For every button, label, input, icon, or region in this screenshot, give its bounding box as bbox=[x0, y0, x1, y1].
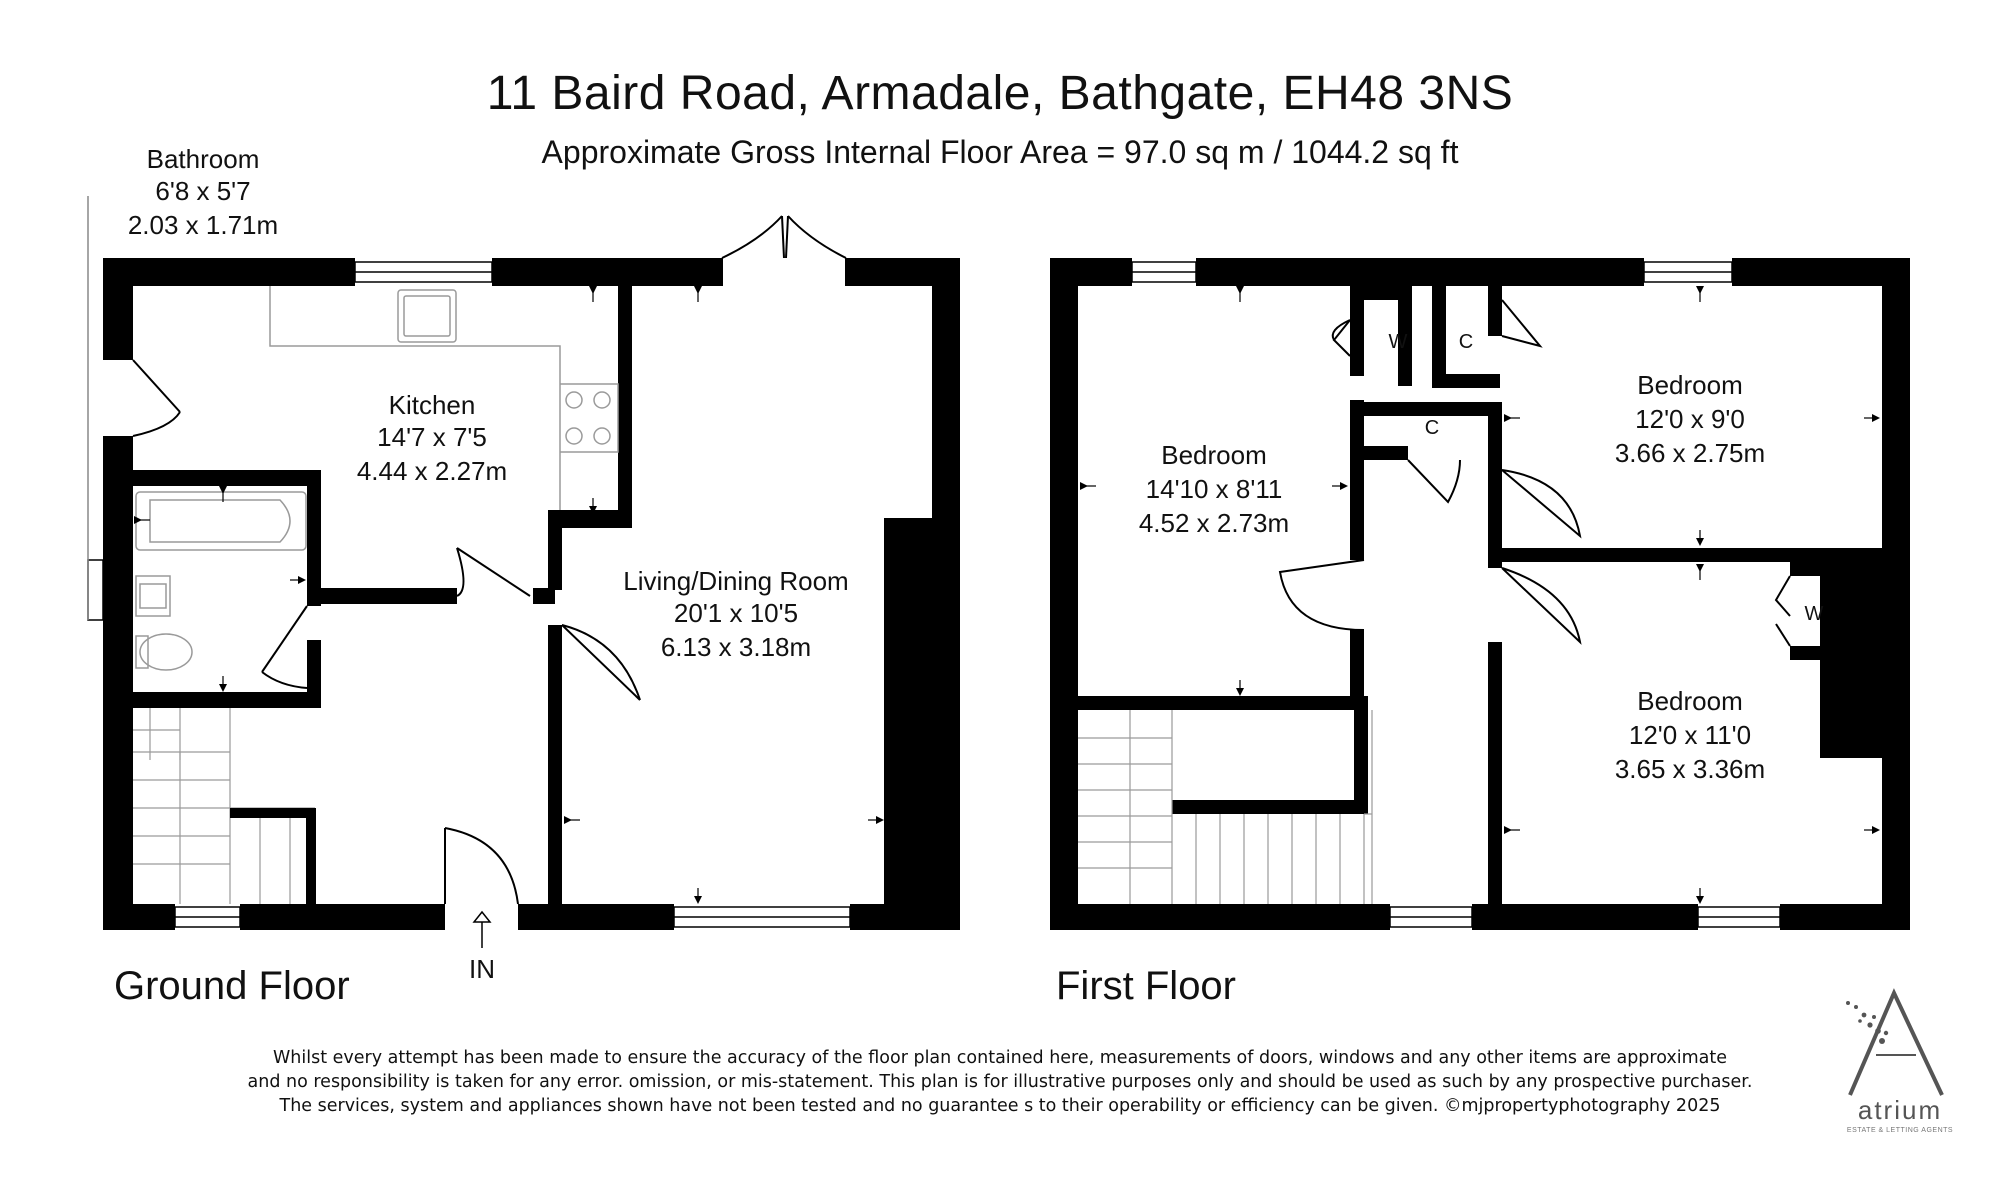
disclaimer-line-1: Whilst every attempt has been made to en… bbox=[272, 1048, 1728, 1068]
bathroom-name: Bathroom bbox=[147, 144, 260, 174]
bathroom-metric: 2.03 x 1.71m bbox=[128, 210, 278, 240]
bedroom-2-metric: 3.66 x 2.75m bbox=[1615, 438, 1765, 468]
ground-floor-label: Ground Floor bbox=[114, 964, 350, 1008]
first-floor-walls bbox=[1050, 258, 1910, 930]
ground-floor-doors bbox=[132, 359, 641, 905]
first-floor-label: First Floor bbox=[1056, 964, 1236, 1008]
entrance-label: IN bbox=[469, 954, 495, 984]
wardrobe-label-1: W bbox=[1389, 331, 1408, 353]
bedroom-2-imperial: 12'0 x 9'0 bbox=[1635, 404, 1745, 434]
ground-floor-dimension-arrows bbox=[134, 286, 884, 904]
first-floor-dimension-arrows bbox=[1080, 286, 1880, 904]
disclaimer-line-3: The services, system and appliances show… bbox=[279, 1096, 1721, 1116]
cupboard-label-1: C bbox=[1459, 331, 1473, 353]
bedroom-3-metric: 3.65 x 3.36m bbox=[1615, 754, 1765, 784]
first-floor-doors bbox=[1278, 299, 1791, 647]
logo-tagline: ESTATE & LETTING AGENTS bbox=[1847, 1127, 1953, 1134]
first-floor-plan bbox=[1050, 258, 1910, 930]
floor-area-subtitle: Approximate Gross Internal Floor Area = … bbox=[541, 134, 1459, 170]
logo-mark: A bbox=[1830, 985, 1831, 986]
ground-floor-windows bbox=[87, 261, 851, 928]
kitchen-imperial: 14'7 x 7'5 bbox=[377, 422, 487, 452]
page-title: 11 Baird Road, Armadale, Bathgate, EH48 … bbox=[486, 67, 1514, 120]
kitchen-fixtures bbox=[269, 286, 619, 510]
bedroom-3-name: Bedroom bbox=[1637, 686, 1743, 716]
entrance-arrow bbox=[472, 910, 492, 948]
kitchen-name: Kitchen bbox=[389, 390, 476, 420]
logo-name: atrium bbox=[1858, 1095, 1942, 1125]
kitchen-metric: 4.44 x 2.27m bbox=[357, 456, 507, 486]
ground-floor-walls bbox=[103, 258, 960, 930]
first-floor-windows bbox=[1131, 261, 1781, 928]
bedroom-1-metric: 4.52 x 2.73m bbox=[1139, 508, 1289, 538]
disclaimer: Whilst every attempt has been made to en… bbox=[0, 1046, 2000, 1118]
wardrobe-label-2: W bbox=[1805, 603, 1824, 625]
living-metric: 6.13 x 3.18m bbox=[661, 632, 811, 662]
bedroom-1-name: Bedroom bbox=[1161, 440, 1267, 470]
bedroom-3-imperial: 12'0 x 11'0 bbox=[1629, 720, 1751, 750]
atrium-logo: A atrium ESTATE & LETTING AGENTS bbox=[1830, 985, 1953, 1134]
living-imperial: 20'1 x 10'5 bbox=[674, 598, 798, 628]
cupboard-label-2: C bbox=[1425, 417, 1439, 439]
room-labels: Bathroom 6'8 x 5'7 2.03 x 1.71m Kitchen … bbox=[128, 144, 1824, 984]
french-doors bbox=[721, 215, 847, 286]
disclaimer-line-2: and no responsibility is taken for any e… bbox=[247, 1072, 1753, 1092]
first-floor-stairs bbox=[1078, 710, 1373, 904]
bedroom-2-name: Bedroom bbox=[1637, 370, 1743, 400]
bedroom-1-imperial: 14'10 x 8'11 bbox=[1146, 474, 1283, 504]
ground-floor-plan bbox=[87, 196, 960, 948]
bathroom-imperial: 6'8 x 5'7 bbox=[155, 176, 250, 206]
living-name: Living/Dining Room bbox=[623, 566, 848, 596]
ground-floor-stairs bbox=[133, 708, 315, 904]
